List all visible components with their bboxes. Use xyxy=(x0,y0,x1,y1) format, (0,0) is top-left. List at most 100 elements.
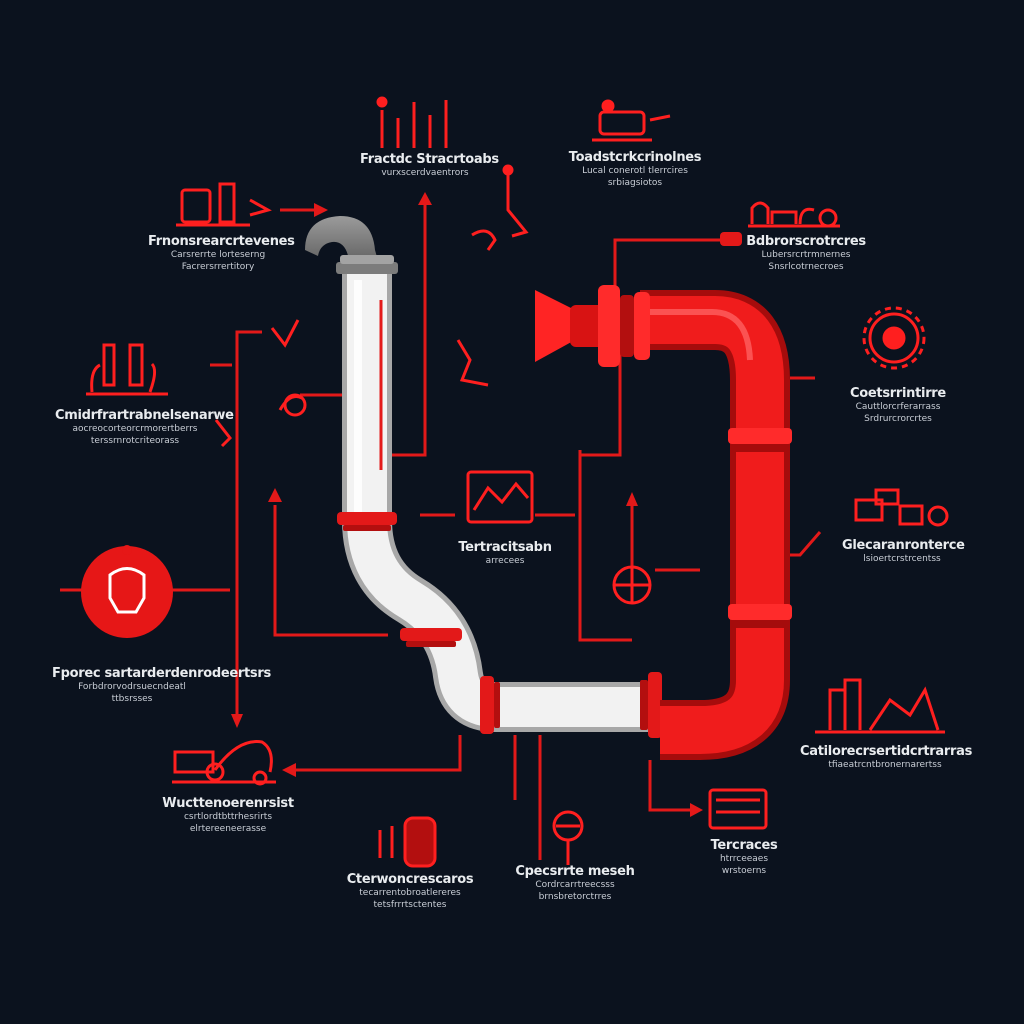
label-lower-right: Catilorecrsertidcrtrarras tfiaeatrcntbro… xyxy=(800,744,973,771)
label-bottom-center-left-title: Cterwoncrescaros xyxy=(346,872,474,887)
label-left-circle-title: Fporec sartarderdenrodeertsrs xyxy=(52,666,271,681)
label-bottom-center-left-line-2: tetsfrrrtsctentes xyxy=(373,900,447,910)
label-mid-left: Cmidrfrartrabnelsenarwe aocreocorteorcrm… xyxy=(55,408,234,447)
arrowhead-bottom-right xyxy=(690,803,703,817)
white-pipe-flanges xyxy=(337,512,662,738)
label-bottom-left-title: Wucttenoerenrsist xyxy=(162,796,294,811)
label-upper-left-line-1: Carsrerrte lorteserng xyxy=(170,250,266,260)
label-top-center-line-1: Lucal conerotl tlerrcires xyxy=(582,166,688,176)
connector-dot-icon xyxy=(502,164,514,176)
arrowhead-upper-left xyxy=(314,203,328,217)
label-right-upper-line-2: Srdrurcrorcrtes xyxy=(864,414,932,424)
connector-bottom-right xyxy=(648,760,695,812)
machinery-icon xyxy=(592,99,671,142)
red-pipe xyxy=(640,290,792,760)
label-bottom-right-title: Tercraces xyxy=(710,838,778,853)
label-upper-left: Frnonsrearcrtevenes Carsrerrte lortesern… xyxy=(148,234,295,273)
label-bottom-center-line-1: Cordrcarrtreecsss xyxy=(535,880,615,890)
connector-bottom-left xyxy=(290,735,462,772)
label-upper-left-line-2: Facrersrrertitory xyxy=(181,262,255,272)
shield-icon xyxy=(108,567,146,614)
label-top-center-line-2: srbiagsiotos xyxy=(607,178,663,188)
label-right-upper-line-1: Cauttlorcrferarrass xyxy=(855,402,941,412)
factory-icon xyxy=(815,678,945,734)
gear-icon xyxy=(862,306,926,370)
safety-badge xyxy=(81,545,173,638)
connector-end-top-right xyxy=(720,232,742,246)
label-upper-right: Bdbrorscrotrcres Lubersrcrtrmnernes Snsr… xyxy=(738,234,874,273)
label-bottom-left-line-1: csrtlordtbttrhesrirts xyxy=(183,812,273,822)
label-right-mid-line-1: lsioertcrstrcentss xyxy=(863,554,941,564)
label-center: Tertracitsabn arrecees xyxy=(455,540,555,567)
label-top-left: Fractdc Stracrtoabs vurxscerdvaentrors xyxy=(360,152,499,179)
label-center-title: Tertracitsabn xyxy=(458,540,552,555)
connector-left-short xyxy=(273,505,388,637)
connector-left-long xyxy=(235,330,262,720)
label-top-center: Toadstcrkcrinolnes Lucal conerotl tlerrc… xyxy=(565,150,705,189)
label-upper-left-title: Frnonsrearcrtevenes xyxy=(148,234,295,249)
warning-arrow-icon xyxy=(270,319,300,348)
label-bottom-center-left-line-1: tecarrentobroatlereres xyxy=(359,888,461,898)
blocks-icon xyxy=(854,488,949,527)
pipe-inlet-gooseneck xyxy=(305,216,398,274)
label-right-mid: Glecaranronterce lsioertcrstrcentss xyxy=(842,538,965,565)
arrowhead-left-down xyxy=(231,714,243,728)
red-intake-horn xyxy=(535,285,650,367)
tanks-icon xyxy=(748,201,840,228)
valve-wheel-icon xyxy=(612,565,652,605)
connector-lines xyxy=(60,200,822,860)
label-mid-left-line-1: aocreocorteorcrmorertberrs xyxy=(72,424,198,434)
label-left-circle: Fporec sartarderdenrodeertsrs Forbdrorvo… xyxy=(52,666,271,705)
canister-icon xyxy=(378,816,437,868)
label-bottom-left-line-2: elrtereeneerasse xyxy=(189,824,267,834)
label-left-circle-line-2: ttbsrsses xyxy=(111,694,153,704)
label-upper-right-line-1: Lubersrcrtrmnernes xyxy=(761,250,851,260)
control-panel-icon xyxy=(708,788,768,830)
bar-chart-icon xyxy=(376,96,448,148)
label-right-upper: Coetsrrintirre Cauttlorcrferarrass Srdru… xyxy=(838,386,958,425)
pressure-gauge-icon xyxy=(278,393,307,417)
label-mid-left-line-2: terssrnrotcriteorass xyxy=(90,436,180,446)
label-top-left-title: Fractdc Stracrtoabs xyxy=(360,152,499,167)
icons xyxy=(86,96,949,868)
label-bottom-left: Wucttenoerenrsist csrtlordtbttrhesrirts … xyxy=(158,796,298,835)
flame-icon xyxy=(471,229,497,251)
label-bottom-center-line-2: brnsbretorctrres xyxy=(538,892,612,902)
label-mid-left-title: Cmidrfrartrabnelsenarwe xyxy=(55,408,234,423)
label-upper-right-line-2: Snsrlcotrnecroes xyxy=(768,262,844,272)
label-bottom-center: Cpecsrrte meseh Cordrcarrtreecsss brnsbr… xyxy=(510,864,640,903)
label-bottom-right: Tercraces htrrceeaes wrstoerns xyxy=(694,838,794,877)
monitor-chart-icon xyxy=(466,470,534,524)
arrowhead-top-left xyxy=(418,192,432,205)
label-lower-right-line-1: tfiaeatrcntbronernarertss xyxy=(828,760,942,770)
label-upper-right-title: Bdbrorscrotrcres xyxy=(746,234,866,249)
white-pipe xyxy=(342,270,650,732)
connector-top-right xyxy=(613,238,720,295)
spark-icon xyxy=(456,339,489,387)
arrowheads xyxy=(231,192,742,817)
label-center-line-1: arrecees xyxy=(485,556,525,566)
arrowhead-valve xyxy=(626,492,638,506)
label-left-circle-line-1: Forbdrorvodrsuecndeatl xyxy=(78,682,186,692)
cylinders-icon xyxy=(86,343,168,396)
label-bottom-center-left: Cterwoncrescaros tecarrentobroatlereres … xyxy=(340,872,480,911)
small-arrow-icon xyxy=(214,419,232,448)
connector-mid-down xyxy=(578,450,632,642)
label-right-mid-title: Glecaranronterce xyxy=(842,538,965,553)
wrench-icon xyxy=(506,165,529,238)
hydrant-icon xyxy=(552,810,584,865)
label-bottom-center-title: Cpecsrrte meseh xyxy=(515,864,635,879)
label-lower-right-title: Catilorecrsertidcrtrarras xyxy=(800,744,973,759)
pipe-highlight-red xyxy=(650,309,753,361)
arrowhead-left-up xyxy=(268,488,282,502)
vehicle-icon xyxy=(172,740,276,786)
label-top-center-title: Toadstcrkcrinolnes xyxy=(568,150,702,165)
label-bottom-right-line-1: htrrceeaes xyxy=(719,854,769,864)
label-top-left-line-1: vurxscerdvaentrors xyxy=(381,168,469,178)
pump-icon xyxy=(176,182,272,227)
label-bottom-right-line-2: wrstoerns xyxy=(721,866,767,876)
label-right-upper-title: Coetsrrintirre xyxy=(850,386,946,401)
arrowhead-bottom-left xyxy=(282,763,296,777)
